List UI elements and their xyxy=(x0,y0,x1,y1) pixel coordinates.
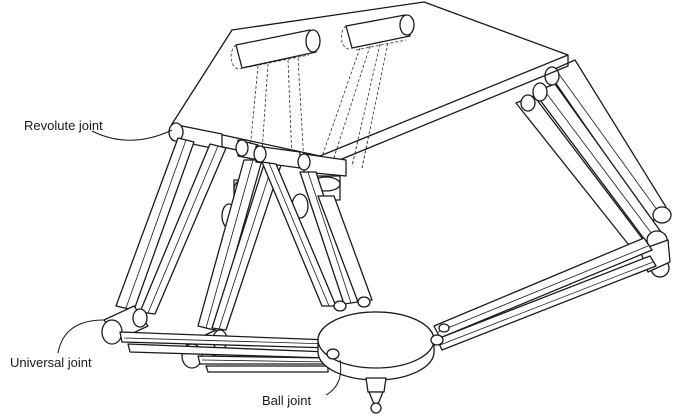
motor-cylinders xyxy=(230,14,415,70)
right-arm xyxy=(433,59,672,351)
revolute-joint-label: Revolute joint xyxy=(24,118,103,133)
moving-platform xyxy=(317,311,450,414)
universal-joint-leader xyxy=(57,319,105,354)
universal-joint-label: Universal joint xyxy=(10,355,92,370)
ball-joint-label: Ball joint xyxy=(262,393,312,408)
middle-arm xyxy=(253,145,373,312)
revolute-joint-leader xyxy=(91,129,173,141)
ball-joint-leader xyxy=(325,359,342,396)
